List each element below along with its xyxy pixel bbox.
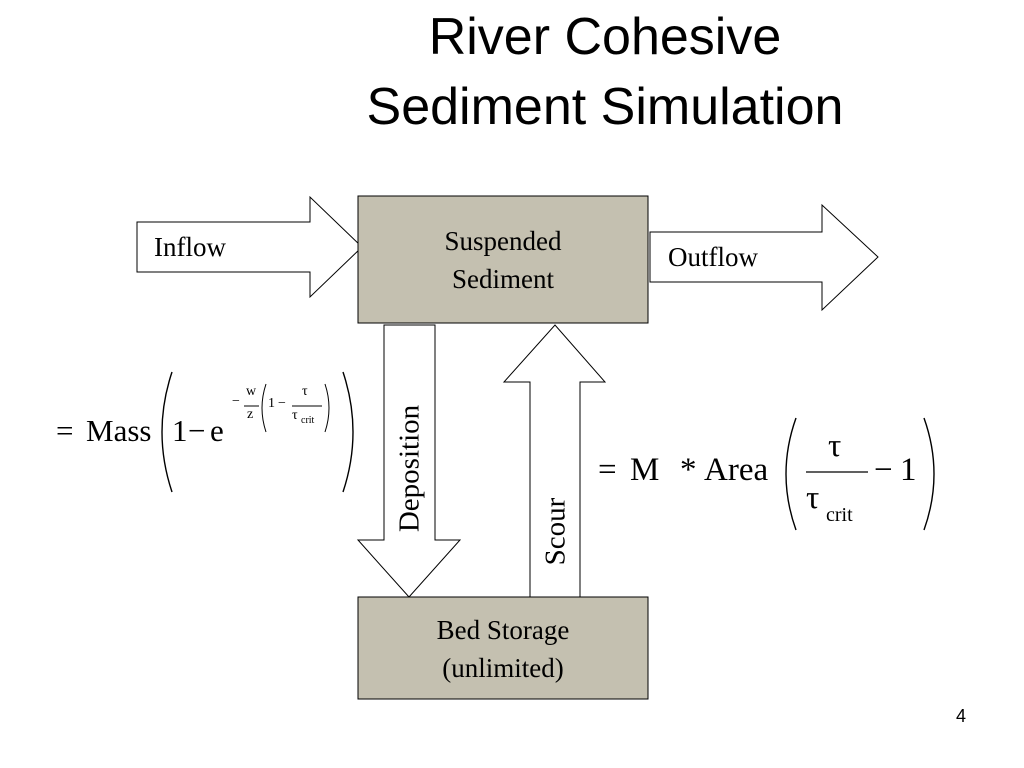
bed-line-1: Bed Storage (436, 615, 570, 645)
exp-w: w (246, 384, 257, 399)
suspended-sediment-label: Suspended Sediment (358, 222, 648, 298)
scour-eq-one: 1 (900, 452, 917, 488)
suspended-sediment-box (357, 195, 649, 324)
suspended-line-1: Suspended (444, 226, 562, 256)
exp-left-paren (261, 383, 267, 433)
exp-inner-minus: − (278, 396, 286, 411)
dep-eq-left-paren (161, 371, 173, 493)
scour-arrow (502, 324, 607, 598)
scour-eq-tau: τ (828, 428, 842, 464)
slide-title: River Cohesive Sediment Simulation (290, 2, 920, 142)
exp-z: z (247, 407, 254, 422)
exp-tau-crit: τ (292, 408, 298, 423)
inflow-arrow (136, 195, 363, 299)
page-number: 4 (955, 706, 966, 726)
exp-right-paren (324, 383, 330, 433)
dep-eq-e: e (210, 413, 224, 448)
dep-eq-mass: Mass (86, 413, 152, 448)
suspended-line-2: Sediment (452, 264, 554, 294)
scour-eq-area: Area (704, 452, 769, 488)
bed-line-2: (unlimited) (442, 653, 564, 683)
dep-eq-right-paren (342, 371, 354, 493)
scour-eq-tau-crit: τ (806, 480, 820, 516)
scour-eq-minus: − (874, 452, 893, 488)
scour-label: Scour (539, 497, 572, 566)
title-line-1: River Cohesive (428, 8, 782, 66)
exp-one: 1 (268, 396, 275, 411)
scour-eq-right-paren (923, 417, 935, 531)
dep-eq-minus: − (188, 413, 206, 448)
outflow-label: Outflow (668, 242, 758, 272)
inflow-label: Inflow (154, 232, 226, 262)
exp-minus: − (232, 394, 240, 409)
bed-storage-box (357, 596, 649, 700)
deposition-arrow (356, 324, 462, 598)
exp-crit-sub: crit (301, 415, 315, 426)
scour-eq-equals: = (598, 452, 617, 488)
bed-storage-label: Bed Storage (unlimited) (358, 611, 648, 687)
title-line-2: Sediment Simulation (366, 78, 844, 136)
scour-eq-star: * (680, 452, 697, 488)
scour-eq-left-paren (785, 417, 797, 531)
exp-tau: τ (302, 384, 308, 399)
dep-eq-equals: = (56, 413, 74, 448)
deposition-label: Deposition (393, 404, 426, 533)
outflow-arrow (649, 203, 879, 312)
scour-eq-m: M (630, 452, 660, 488)
scour-eq-crit-sub: crit (826, 504, 853, 526)
dep-eq-one: 1 (172, 413, 188, 448)
